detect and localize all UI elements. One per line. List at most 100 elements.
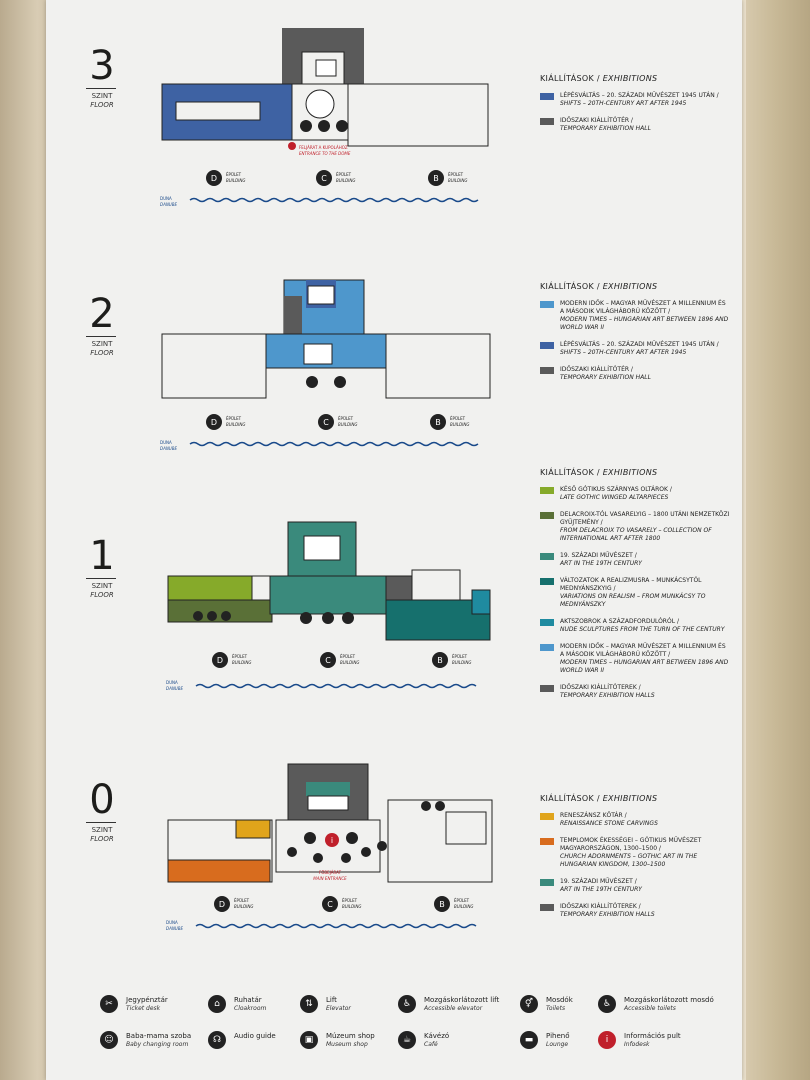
legend-item: IDŐSZAKI KIÁLLÍTÓTEREK /TEMPORARY EXHIBI… xyxy=(540,684,730,700)
svg-text:C: C xyxy=(327,900,333,909)
legend-item: IDŐSZAKI KIÁLLÍTÓTÉR /TEMPORARY EXHIBITI… xyxy=(540,117,730,133)
level-number: 0 xyxy=(89,777,115,823)
legend-item: LÉPÉSVÁLTÁS – 20. SZÁZADI MŰVÉSZET 1945 … xyxy=(540,92,730,108)
river-danube xyxy=(189,441,479,447)
svg-text:C: C xyxy=(323,418,329,427)
legend-item: RENESZÁNSZ KŐTÁR /RENAISSANCE STONE CARV… xyxy=(540,812,730,828)
level-label-en: FLOOR xyxy=(90,101,114,109)
svg-text:B: B xyxy=(437,656,443,665)
svg-text:D: D xyxy=(219,900,225,909)
svg-text:ÉPÜLET: ÉPÜLET xyxy=(232,654,248,659)
river-label-hu: DUNA xyxy=(160,440,172,445)
floor-plan-board: 3 SZINT FLOOR FELJÁRAT A KUPOLÁHOZ ENTRA… xyxy=(46,0,742,1080)
svg-text:C: C xyxy=(325,656,331,665)
building-c-marker: C ÉPÜLET BUILDING xyxy=(322,896,361,912)
river-danube xyxy=(195,683,477,689)
legend-item: TEMPLOMOK ÉKESSÉGEI – GÓTIKUS MŰVÉSZET M… xyxy=(540,837,730,869)
facility-audio-guide: ☊Audio guide xyxy=(208,1030,358,1056)
svg-text:ÉPÜLET: ÉPÜLET xyxy=(226,416,242,421)
accessible-toilet-icon: ♿ xyxy=(598,995,616,1013)
svg-text:BUILDING: BUILDING xyxy=(342,904,361,909)
svg-text:C: C xyxy=(321,174,327,183)
building-d-marker: D ÉPÜLET BUILDING xyxy=(212,652,251,668)
level-label-en: FLOOR xyxy=(90,349,114,357)
building-d-marker: D ÉPÜLET BUILDING xyxy=(214,896,253,912)
legend-item: DELACROIX-TÓL VASARELYIG – 1800 UTÁNI NE… xyxy=(540,511,730,543)
main-entrance-en: MAIN ENTRANCE xyxy=(313,876,347,881)
svg-text:i: i xyxy=(331,836,333,845)
river-label-hu: DUNA xyxy=(166,920,178,925)
building-b-marker: B ÉPÜLET BUILDING xyxy=(434,896,473,912)
legend-item: MODERN IDŐK – MAGYAR MŰVÉSZET A MILLENNI… xyxy=(540,643,730,675)
legend-item: KÉSŐ GÓTIKUS SZÁRNYAS OLTÁROK /LATE GOTH… xyxy=(540,486,730,502)
svg-text:BUILDING: BUILDING xyxy=(452,660,471,665)
cafe-icon: ☕ xyxy=(398,1031,416,1049)
river-label-en: DANUBE xyxy=(160,446,177,451)
legend-item: 19. SZÁZADI MŰVÉSZET /ART IN THE 19TH CE… xyxy=(540,552,730,568)
svg-text:ÉPÜLET: ÉPÜLET xyxy=(336,172,352,177)
svg-text:BUILDING: BUILDING xyxy=(226,178,245,183)
svg-text:B: B xyxy=(433,174,439,183)
legend-item: IDŐSZAKI KIÁLLÍTÓTEREK /TEMPORARY EXHIBI… xyxy=(540,903,730,919)
lounge-icon: ▬ xyxy=(520,1031,538,1049)
svg-text:D: D xyxy=(217,656,223,665)
legend-item: MODERN IDŐK – MAGYAR MŰVÉSZET A MILLENNI… xyxy=(540,300,730,332)
svg-text:BUILDING: BUILDING xyxy=(454,904,473,909)
svg-text:BUILDING: BUILDING xyxy=(450,422,469,427)
elevator-icon: ⇅ xyxy=(300,995,318,1013)
level-number: 3 xyxy=(89,43,115,89)
building-b-marker: B ÉPÜLET BUILDING xyxy=(430,414,469,430)
dome-note-hu: FELJÁRAT A KUPOLÁHOZ xyxy=(299,145,348,150)
floor-plan-2: D ÉPÜLET BUILDING C ÉPÜLET BUILDING B ÉP… xyxy=(160,279,491,451)
svg-text:ÉPÜLET: ÉPÜLET xyxy=(338,416,354,421)
river-label-en: DANUBE xyxy=(160,202,177,207)
legend-item: 19. SZÁZADI MŰVÉSZET /ART IN THE 19TH CE… xyxy=(540,878,730,894)
legend-item: LÉPÉSVÁLTÁS – 20. SZÁZADI MŰVÉSZET 1945 … xyxy=(540,341,730,357)
svg-text:ÉPÜLET: ÉPÜLET xyxy=(454,898,470,903)
svg-text:ÉPÜLET: ÉPÜLET xyxy=(226,172,242,177)
baby-room-icon: ☺ xyxy=(100,1031,118,1049)
shop-icon: ▣ xyxy=(300,1031,318,1049)
building-d-marker: D ÉPÜLET BUILDING xyxy=(206,414,245,430)
level-label-hu: SZINT xyxy=(91,582,113,590)
level-number: 1 xyxy=(89,533,115,579)
floor-plan-1: D ÉPÜLET BUILDING C ÉPÜLET BUILDING B ÉP… xyxy=(166,521,491,691)
svg-text:ÉPÜLET: ÉPÜLET xyxy=(234,898,250,903)
floor-plan-3: FELJÁRAT A KUPOLÁHOZ ENTRANCE TO THE DOM… xyxy=(160,28,489,207)
accessible-elevator-icon: ♿ xyxy=(398,995,416,1013)
legend-level-1: KIÁLLÍTÁSOK / EXHIBITIONS KÉSŐ GÓTIKUS S… xyxy=(540,468,730,700)
svg-text:BUILDING: BUILDING xyxy=(234,904,253,909)
svg-text:D: D xyxy=(211,174,217,183)
hanger-icon: ⌂ xyxy=(208,995,226,1013)
svg-text:BUILDING: BUILDING xyxy=(226,422,245,427)
legend-item: AKTSZOBROK A SZÁZADFORDULÓRÓL /NUDE SCUL… xyxy=(540,618,730,634)
building-d-marker: D ÉPÜLET BUILDING xyxy=(206,170,245,186)
building-c-marker: C ÉPÜLET BUILDING xyxy=(320,652,359,668)
river-danube xyxy=(189,197,479,203)
river-danube xyxy=(195,923,477,929)
river-label-hu: DUNA xyxy=(166,680,178,685)
ticket-icon: ✂ xyxy=(100,995,118,1013)
river-label-en: DANUBE xyxy=(166,686,183,691)
audio-guide-icon: ☊ xyxy=(208,1031,226,1049)
svg-text:ÉPÜLET: ÉPÜLET xyxy=(448,172,464,177)
svg-text:BUILDING: BUILDING xyxy=(336,178,355,183)
legend-item: IDŐSZAKI KIÁLLÍTÓTÉR /TEMPORARY EXHIBITI… xyxy=(540,366,730,382)
svg-text:ÉPÜLET: ÉPÜLET xyxy=(340,654,356,659)
level-number: 2 xyxy=(89,291,115,337)
wall-right xyxy=(740,0,810,1080)
legend-level-3: KIÁLLÍTÁSOK / EXHIBITIONS LÉPÉSVÁLTÁS – … xyxy=(540,74,730,133)
toilet-icon: ⚥ xyxy=(520,995,538,1013)
legend-level-2: KIÁLLÍTÁSOK / EXHIBITIONS MODERN IDŐK – … xyxy=(540,282,730,382)
svg-text:ÉPÜLET: ÉPÜLET xyxy=(450,416,466,421)
legend-item: VÁLTOZATOK A REALIZMUSRA – MUNKÁCSYTÓL M… xyxy=(540,577,730,609)
